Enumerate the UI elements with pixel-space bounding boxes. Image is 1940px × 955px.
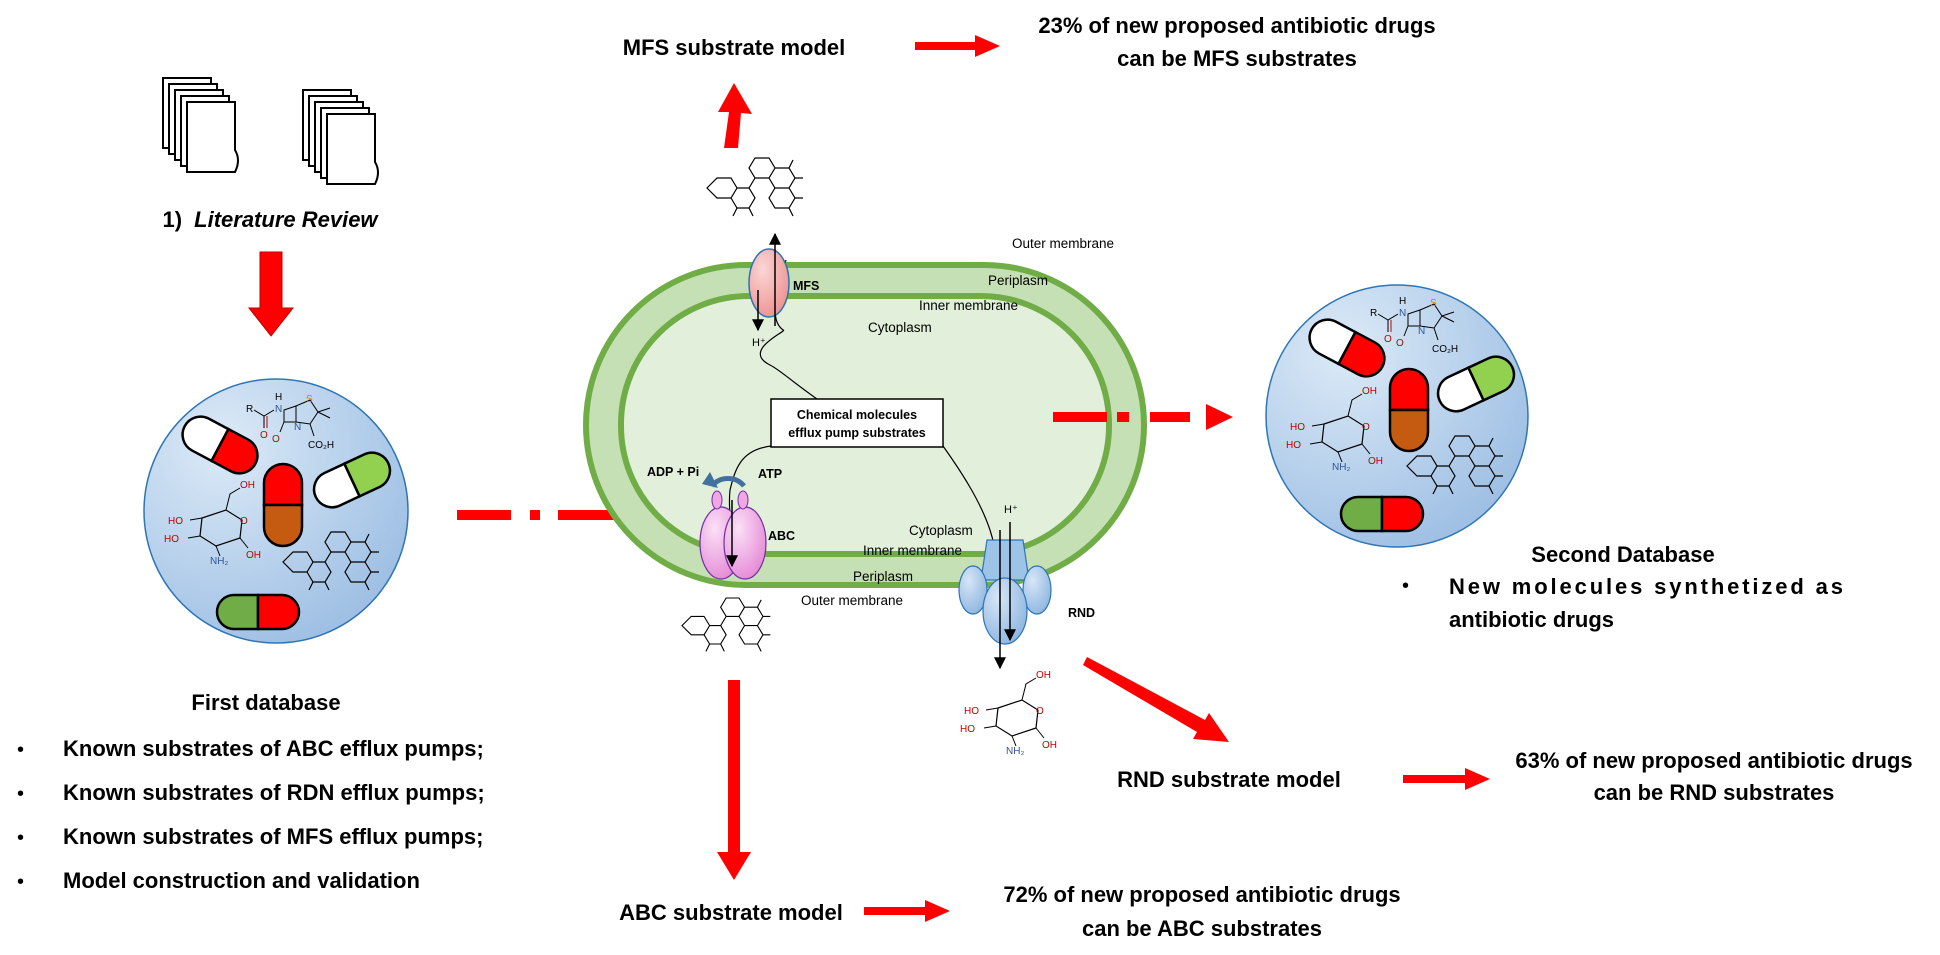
- mfs-result-line2: can be MFS substrates: [1117, 46, 1357, 71]
- rnd-result-line2: can be RND substrates: [1594, 780, 1835, 805]
- adp-label: ADP + Pi: [647, 465, 699, 479]
- rnd-pump: [958, 539, 1052, 645]
- rnd-model-label: RND substrate model: [1117, 767, 1341, 792]
- first-database-bullets: • Known substrates of ABC efflux pumps; …: [17, 736, 485, 893]
- polycyclic-structure-abc: [681, 597, 771, 652]
- pill-white-green: [312, 451, 392, 509]
- pill-red-orange: [262, 462, 304, 548]
- periplasm-top-label: Periplasm: [988, 273, 1048, 288]
- cytoplasm-bottom-label: Cytoplasm: [909, 523, 973, 538]
- abc-pump-label: ABC: [768, 529, 795, 543]
- down-arrow-abc: [717, 680, 751, 880]
- rnd-pump-label: RND: [1068, 606, 1095, 620]
- arrow-abc-result: [864, 900, 950, 922]
- first-db-bullet-3: Known substrates of MFS efflux pumps;: [63, 824, 483, 849]
- bullet-dot: •: [1402, 575, 1409, 597]
- first-db-bullet-4: Model construction and validation: [63, 868, 420, 893]
- sugar-structure-rnd: [959, 669, 1058, 758]
- literature-number: 1): [162, 207, 182, 232]
- mfs-model-label: MFS substrate model: [623, 35, 845, 60]
- diagonal-arrow-rnd: [1083, 657, 1229, 742]
- abc-model-label: ABC substrate model: [619, 900, 843, 925]
- chemical-molecules-line2: efflux pump substrates: [788, 426, 926, 440]
- outer-membrane-bottom-label: Outer membrane: [801, 593, 903, 608]
- bacterial-cell: Outer membrane Periplasm Inner membrane …: [583, 232, 1147, 670]
- arrow-rnd-result: [1403, 768, 1490, 790]
- bullet-dot: •: [17, 827, 24, 849]
- cytoplasm-top-label: Cytoplasm: [868, 320, 932, 335]
- first-db-bullet-1: Known substrates of ABC efflux pumps;: [63, 736, 484, 761]
- bullet-dot: •: [17, 871, 24, 893]
- polycyclic-structure-mfs: [706, 157, 804, 217]
- mfs-pump-label: MFS: [793, 279, 819, 293]
- first-database-circle: [143, 378, 409, 644]
- outer-membrane-top-label: Outer membrane: [1012, 236, 1114, 251]
- rnd-proton-label: H⁺: [1004, 504, 1018, 516]
- periplasm-bottom-label: Periplasm: [853, 569, 913, 584]
- atp-label: ATP: [758, 467, 782, 481]
- abc-result-line2: can be ABC substrates: [1082, 916, 1322, 941]
- chemical-molecules-line1: Chemical molecules: [797, 408, 917, 422]
- down-arrow-literature: [247, 251, 295, 337]
- mfs-result-line1: 23% of new proposed antibiotic drugs: [1038, 13, 1435, 38]
- pill-white-green-2: [1436, 355, 1516, 413]
- second-database-circle: [1265, 284, 1529, 548]
- atp-arrow-head: [702, 472, 718, 488]
- pill-red-white-1: [181, 415, 259, 475]
- pill-red-white-2: [1308, 318, 1386, 378]
- bullet-dot: •: [17, 783, 24, 805]
- second-db-bullet-line2: antibiotic drugs: [1449, 607, 1614, 632]
- mfs-proton-label: H⁺: [752, 337, 766, 349]
- literature-papers-left: [162, 77, 239, 173]
- pill-green-red-2: [1339, 495, 1425, 533]
- inner-membrane-top-label: Inner membrane: [919, 298, 1018, 313]
- first-database-title: First database: [191, 690, 340, 715]
- pill-red-orange-2: [1388, 367, 1430, 453]
- dashed-arrow-to-second-db: [1053, 404, 1233, 430]
- arrow-mfs-result: [915, 35, 1000, 57]
- rnd-result-line1: 63% of new proposed antibiotic drugs: [1515, 748, 1912, 773]
- first-db-bullet-2: Known substrates of RDN efflux pumps;: [63, 780, 485, 805]
- second-database-title: Second Database: [1531, 542, 1714, 567]
- second-db-bullet-line1: New molecules synthetized as: [1449, 574, 1843, 599]
- mfs-pump: [748, 248, 790, 318]
- inner-membrane-bottom-label: Inner membrane: [863, 543, 962, 558]
- chemical-molecules-box: [770, 398, 944, 448]
- abc-result-line1: 72% of new proposed antibiotic drugs: [1003, 882, 1400, 907]
- up-arrow-mfs: [718, 83, 752, 148]
- bullet-dot: •: [17, 739, 24, 761]
- literature-title-italic: Literature Review: [194, 207, 379, 232]
- pill-green-red-1: [215, 593, 301, 631]
- literature-papers-right: [302, 89, 379, 185]
- literature-review-title: 1) Literature Review: [162, 207, 379, 232]
